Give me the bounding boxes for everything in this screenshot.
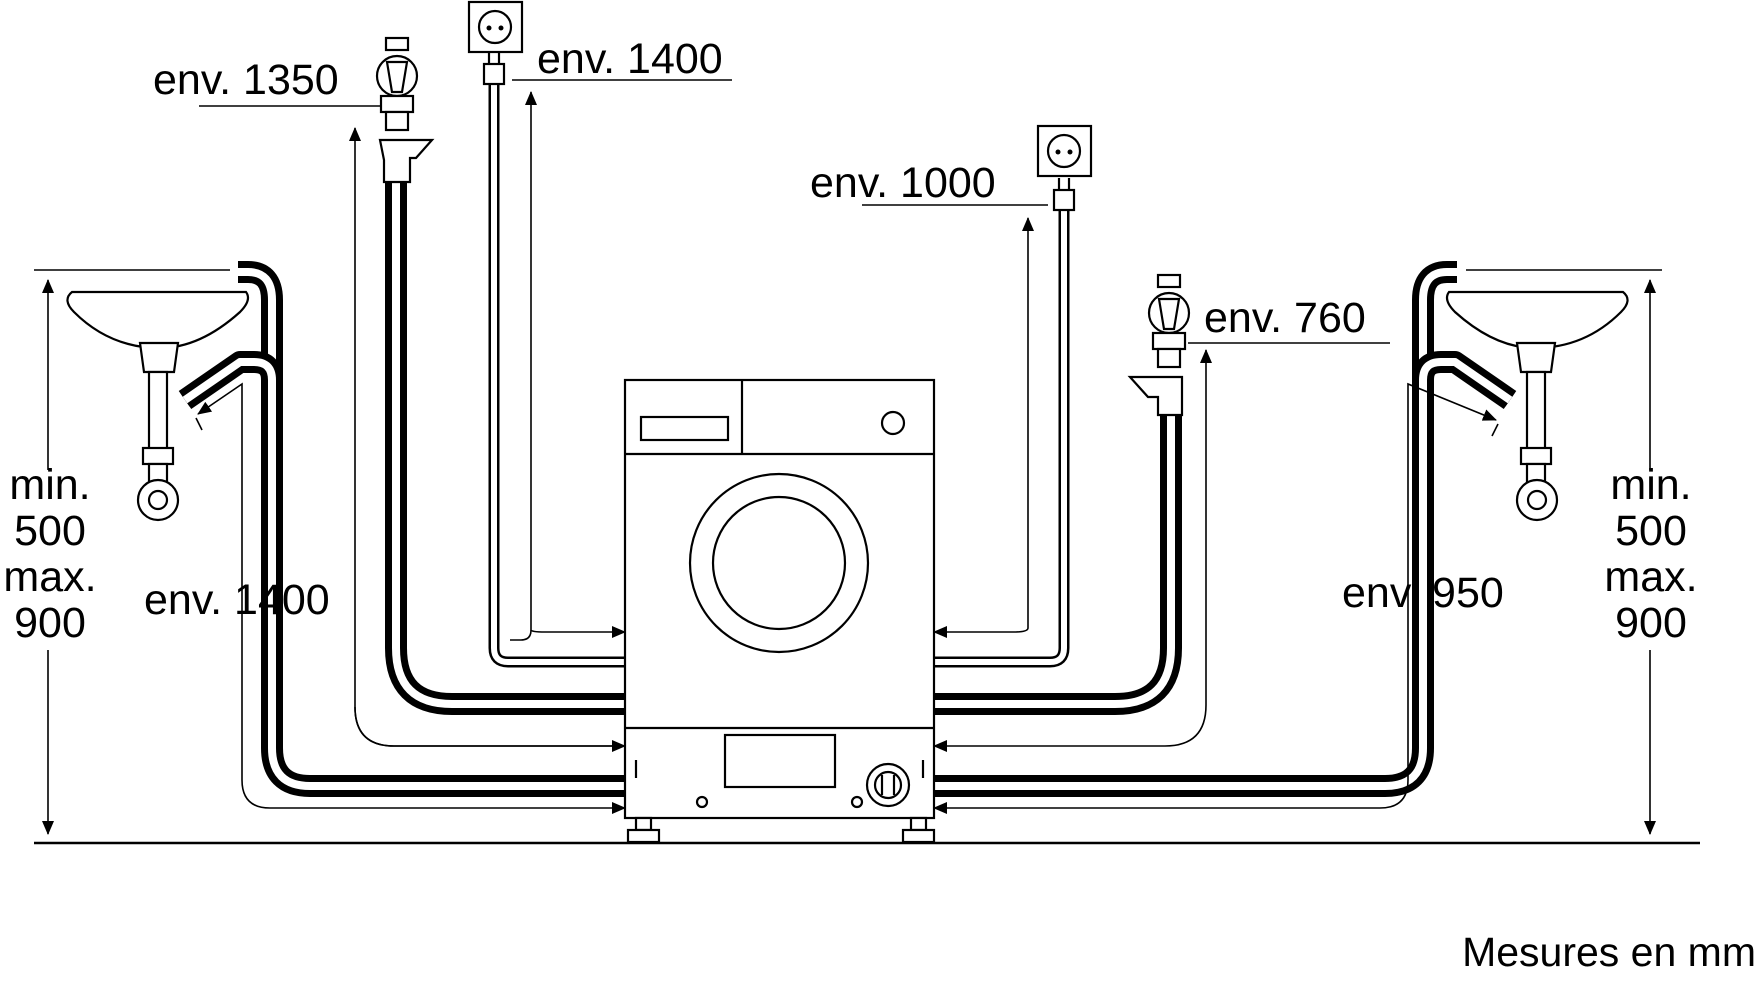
dimension-power-left xyxy=(510,79,732,641)
svg-text:max.: max. xyxy=(1604,553,1697,601)
svg-text:500: 500 xyxy=(1615,507,1687,555)
label-power-right: env. 1000 xyxy=(810,159,996,207)
label-water-right: env. 760 xyxy=(1204,294,1366,342)
power-plug-icon xyxy=(482,52,506,86)
sink-right xyxy=(1445,290,1629,522)
dimension-water-left xyxy=(199,105,626,752)
water-tap-left xyxy=(375,36,435,184)
machine-foot xyxy=(634,816,653,832)
wall-socket-icon xyxy=(467,0,524,54)
water-hose-left xyxy=(385,182,625,715)
water-tap-right xyxy=(1127,273,1191,417)
program-knob-icon xyxy=(880,410,906,436)
drain-hose-left xyxy=(178,261,625,797)
screw-icon xyxy=(850,795,864,809)
label-drain-left: env. 1400 xyxy=(144,576,330,624)
svg-text:900: 900 xyxy=(1615,599,1687,647)
power-cable-left xyxy=(488,82,625,668)
power-plug-icon xyxy=(1052,178,1076,212)
svg-text:min.: min. xyxy=(9,461,90,509)
dimension-drain-left xyxy=(195,382,626,814)
dimension-power-right xyxy=(862,204,1048,638)
washing-machine xyxy=(623,378,936,844)
water-hose-right xyxy=(934,412,1182,715)
dimension-water-right xyxy=(933,342,1390,752)
drain-hose-right xyxy=(934,261,1517,797)
control-display xyxy=(639,415,730,442)
svg-text:max.: max. xyxy=(3,553,96,601)
power-cable-right xyxy=(934,208,1070,668)
height-dimension-left xyxy=(34,269,230,835)
drawer-panel xyxy=(723,733,837,789)
svg-text:min.: min. xyxy=(1610,461,1691,509)
wall-socket-icon xyxy=(1036,124,1093,178)
svg-text:500: 500 xyxy=(14,507,86,555)
height-dimension-right xyxy=(1466,269,1662,835)
screw-icon xyxy=(695,795,709,809)
dimension-drain-right xyxy=(933,382,1499,814)
label-drain-right: env. 950 xyxy=(1342,569,1504,617)
door-glass xyxy=(711,495,847,631)
label-power-left: env. 1400 xyxy=(537,35,723,83)
sink-left xyxy=(66,290,250,522)
machine-foot xyxy=(909,816,928,832)
svg-text:900: 900 xyxy=(14,599,86,647)
units-note: Mesures en mm xyxy=(1462,929,1756,975)
label-water-left: env. 1350 xyxy=(153,56,339,104)
label-height-left: min. 500 max. 900 xyxy=(3,461,96,647)
label-height-right: min. 500 max. 900 xyxy=(1604,461,1697,647)
